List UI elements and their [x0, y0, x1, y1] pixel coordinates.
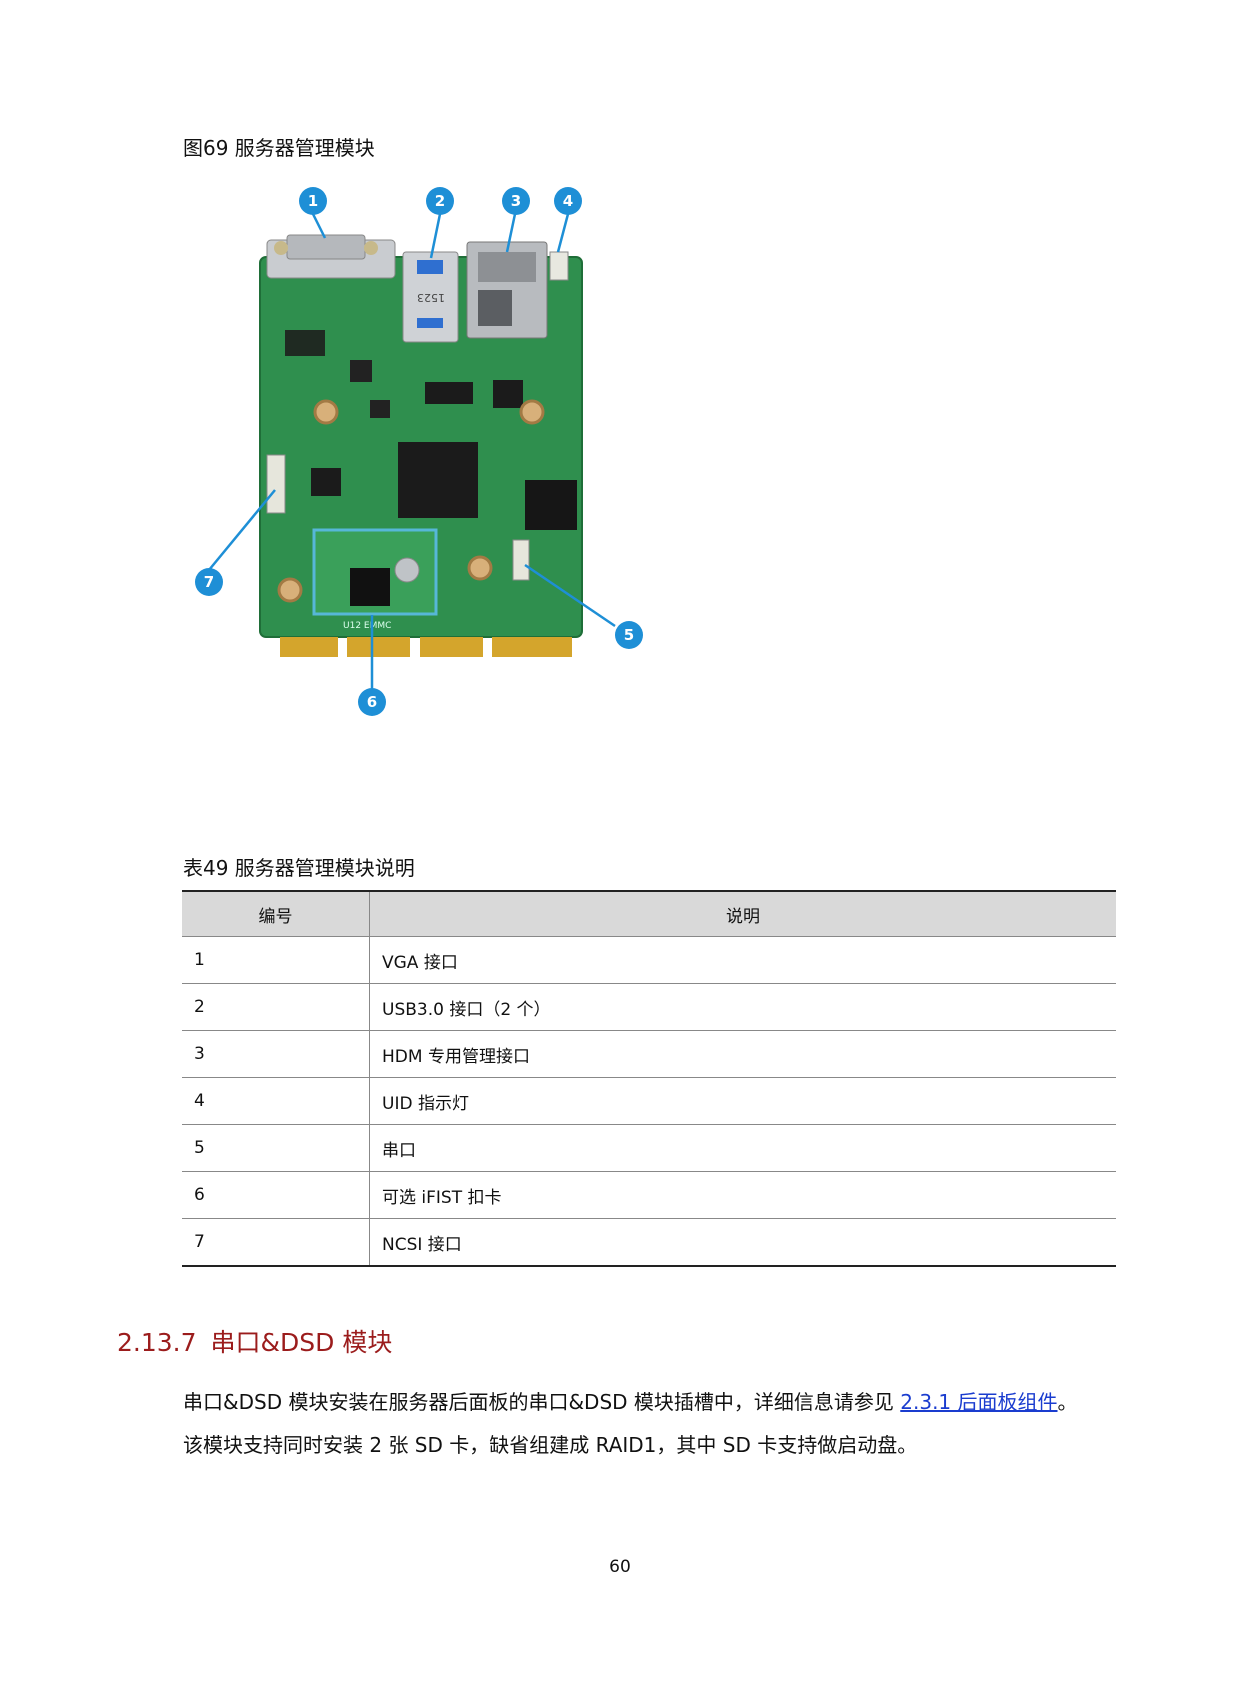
callout-3: 3: [502, 187, 530, 215]
row-number: 7: [182, 1218, 370, 1267]
table-row: 6 可选 iFIST 扣卡: [182, 1171, 1116, 1219]
row-description: USB3.0 接口（2 个）: [369, 983, 1116, 1031]
row-number: 1: [182, 936, 370, 984]
figure-caption: 图69 服务器管理模块: [183, 136, 375, 160]
header-description: 说明: [369, 890, 1116, 937]
table-row: 7 NCSI 接口: [182, 1218, 1116, 1267]
callout-5: 5: [615, 621, 643, 649]
table-caption: 表49 服务器管理模块说明: [183, 856, 415, 880]
module-description-table: 编号 说明 1 VGA 接口 2 USB3.0 接口（2 个） 3 HDM 专用…: [182, 890, 1116, 1267]
row-description: VGA 接口: [369, 936, 1116, 984]
table-row: 2 USB3.0 接口（2 个）: [182, 983, 1116, 1031]
section-heading: 2.13.7 串口&DSD 模块: [117, 1323, 392, 1359]
table-row: 1 VGA 接口: [182, 936, 1116, 984]
paragraph-installation: 串口&DSD 模块安装在服务器后面板的串口&DSD 模块插槽中，详细信息请参见 …: [183, 1386, 1123, 1415]
section-number: 2.13.7: [117, 1328, 197, 1357]
paragraph-sd-support: 该模块支持同时安装 2 张 SD 卡，缺省组建成 RAID1，其中 SD 卡支持…: [183, 1433, 918, 1457]
callout-6: 6: [358, 688, 386, 716]
callout-7: 7: [195, 568, 223, 596]
row-number: 5: [182, 1124, 370, 1172]
row-number: 2: [182, 983, 370, 1031]
usb-marking: 1523: [417, 291, 445, 304]
row-description: HDM 专用管理接口: [369, 1030, 1116, 1078]
row-number: 4: [182, 1077, 370, 1125]
row-number: 3: [182, 1030, 370, 1078]
row-description: UID 指示灯: [369, 1077, 1116, 1125]
server-management-module-figure: 1523 U12 EMMC: [195, 187, 725, 790]
row-description: NCSI 接口: [369, 1218, 1116, 1267]
pcb-illustration: 1523 U12 EMMC: [208, 213, 616, 690]
emmc-marking: U12 EMMC: [343, 621, 391, 631]
header-number: 编号: [182, 890, 370, 937]
table-row: 3 HDM 专用管理接口: [182, 1030, 1116, 1078]
table-header-row: 编号 说明: [182, 890, 1116, 937]
table-row: 4 UID 指示灯: [182, 1077, 1116, 1125]
rear-panel-components-link[interactable]: 2.3.1 后面板组件: [900, 1390, 1058, 1414]
callout-2: 2: [426, 187, 454, 215]
row-description: 串口: [369, 1124, 1116, 1172]
page-number: 60: [609, 1557, 631, 1577]
row-description: 可选 iFIST 扣卡: [369, 1171, 1116, 1219]
callout-1: 1: [299, 187, 327, 215]
row-number: 6: [182, 1171, 370, 1219]
table-row: 5 串口: [182, 1124, 1116, 1172]
paragraph-text-end: 。: [1057, 1390, 1078, 1414]
paragraph-text: 串口&DSD 模块安装在服务器后面板的串口&DSD 模块插槽中，详细信息请参见: [183, 1390, 901, 1414]
section-title: 串口&DSD 模块: [210, 1328, 393, 1357]
callout-4: 4: [554, 187, 582, 215]
